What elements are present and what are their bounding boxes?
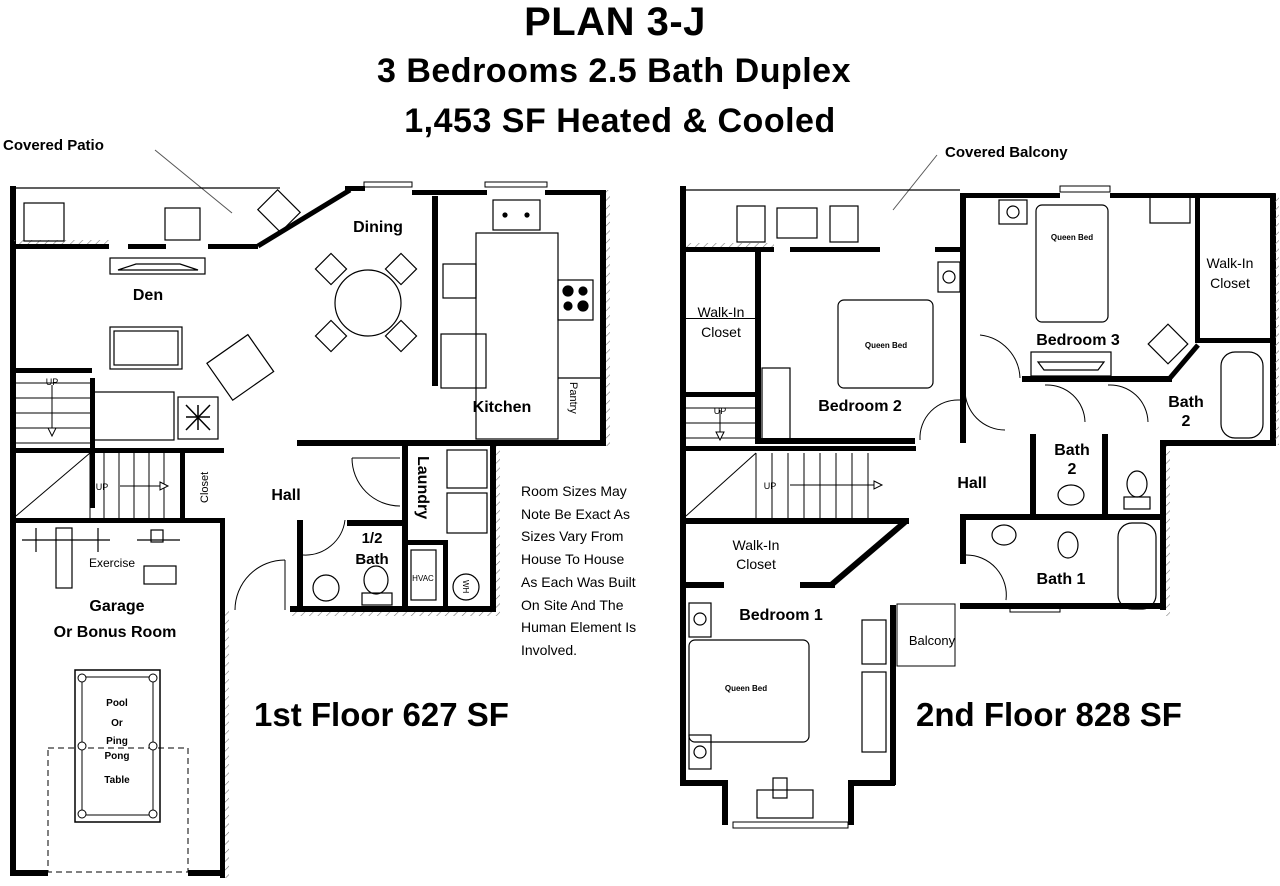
plan-area-summary: 1,453 SF Heated & Cooled — [404, 102, 836, 140]
room-label-pantry: Pantry — [567, 382, 579, 414]
queen-bed-label: Queen Bed — [1051, 233, 1093, 242]
pool-table-label: Pool Or Ping Pong Table — [104, 698, 130, 786]
stair-up-label: UP — [46, 377, 59, 387]
room-label-hall: Hall — [271, 487, 300, 504]
room-label-bath-2-tub-line1: Bath — [1168, 394, 1204, 411]
disclaimer-line: Note Be Exact As — [521, 505, 630, 522]
room-label-exercise: Exercise — [89, 556, 135, 570]
queen-bed-label: Queen Bed — [725, 684, 767, 693]
walk-in-closet-b3-line1: Walk-In — [1207, 255, 1254, 271]
disclaimer-line: Human Element Is — [521, 619, 637, 636]
walk-in-closet-b1-line2: Closet — [736, 556, 776, 572]
room-label-closet: Closet — [199, 472, 211, 503]
svg-text:Ping: Ping — [106, 736, 128, 747]
room-label-bedroom-1: Bedroom 1 — [739, 607, 823, 624]
room-label-balcony: Balcony — [909, 633, 956, 648]
room-label-kitchen: Kitchen — [473, 399, 532, 416]
first-floor-plan — [10, 149, 610, 878]
hvac-label: HVAC — [412, 574, 434, 583]
disclaimer-line: On Site And The — [521, 596, 624, 613]
room-label-half-bath-line2: Bath — [355, 551, 388, 568]
room-label-bath-2-tub-line2: 2 — [1182, 413, 1191, 430]
plan-title: PLAN 3-J — [524, 0, 706, 44]
room-label-laundry: Laundry — [414, 456, 431, 519]
covered-balcony-label: Covered Balcony — [945, 144, 1068, 161]
room-label-half-bath-line1: 1/2 — [362, 530, 383, 547]
room-label-hall-upstairs: Hall — [957, 475, 986, 492]
room-label-garage: Garage — [89, 598, 144, 615]
plan-subtitle: 3 Bedrooms 2.5 Bath Duplex — [376, 52, 851, 90]
water-heater-label: WH — [461, 580, 470, 594]
disclaimer-line: As Each Was Built — [521, 573, 636, 590]
first-floor-area-label: 1st Floor 627 SF — [254, 696, 509, 733]
walk-in-closet-b2-line1: Walk-In — [698, 304, 745, 320]
svg-text:Pool: Pool — [106, 698, 128, 709]
second-floor-area-label: 2nd Floor 828 SF — [916, 696, 1182, 733]
room-label-dining: Dining — [353, 219, 403, 236]
covered-patio-label: Covered Patio — [3, 137, 104, 154]
room-label-bedroom-3: Bedroom 3 — [1036, 332, 1120, 349]
room-label-bath-1: Bath 1 — [1037, 571, 1086, 588]
room-label-bedroom-2: Bedroom 2 — [818, 398, 902, 415]
stair-up-label: UP — [764, 481, 777, 491]
second-floor-plan — [680, 154, 1279, 829]
room-label-den: Den — [133, 287, 163, 304]
room-label-bath-2-sink-line1: Bath — [1054, 442, 1090, 459]
stair-up-label: UP — [714, 406, 727, 416]
room-label-bonus-room: Or Bonus Room — [54, 624, 177, 641]
disclaimer-line: Involved. — [521, 641, 578, 658]
walk-in-closet-b1-line1: Walk-In — [733, 537, 780, 553]
disclaimer-line: House To House — [521, 551, 625, 568]
svg-text:Pong: Pong — [105, 751, 130, 762]
svg-text:Table: Table — [104, 775, 130, 786]
room-label-bath-2-sink-line2: 2 — [1068, 461, 1077, 478]
disclaimer-line: Sizes Vary From — [521, 528, 624, 545]
disclaimer-note: Room Sizes May Note Be Exact As Sizes Va… — [521, 480, 671, 662]
queen-bed-label: Queen Bed — [865, 341, 907, 350]
disclaimer-line: Room Sizes May — [521, 483, 627, 499]
svg-text:Or: Or — [111, 718, 123, 729]
walk-in-closet-b2-line2: Closet — [701, 324, 741, 340]
stair-up-label: UP — [96, 482, 109, 492]
walk-in-closet-b3-line2: Closet — [1210, 275, 1250, 291]
west-wall — [10, 186, 16, 876]
